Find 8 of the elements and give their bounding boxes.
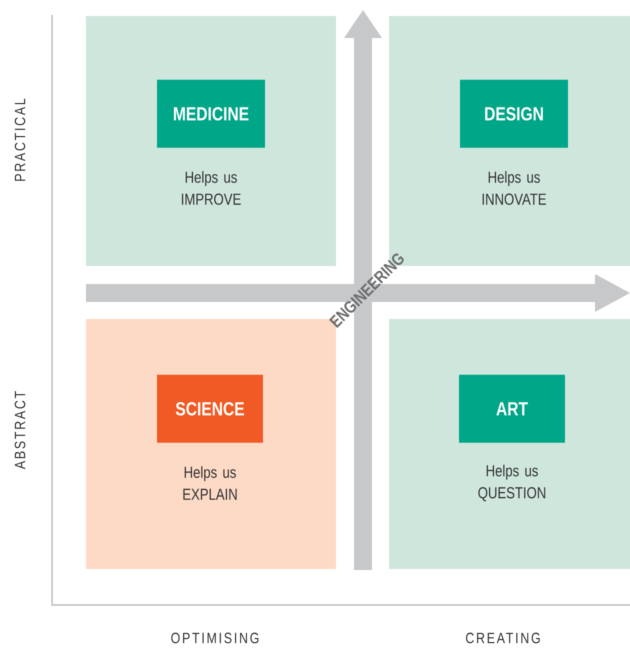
heading-box: DESIGN (460, 80, 568, 148)
axis-label: OPTIMISING (171, 632, 258, 644)
heading-box: SCIENCE (157, 374, 263, 443)
axis-label: PRACTICAL (14, 98, 26, 181)
heading-box: ART (459, 374, 565, 443)
axis-label: ABSTRACT (14, 391, 26, 470)
axis-label: CREATING (466, 632, 540, 644)
heading-box: MEDICINE (157, 80, 265, 148)
